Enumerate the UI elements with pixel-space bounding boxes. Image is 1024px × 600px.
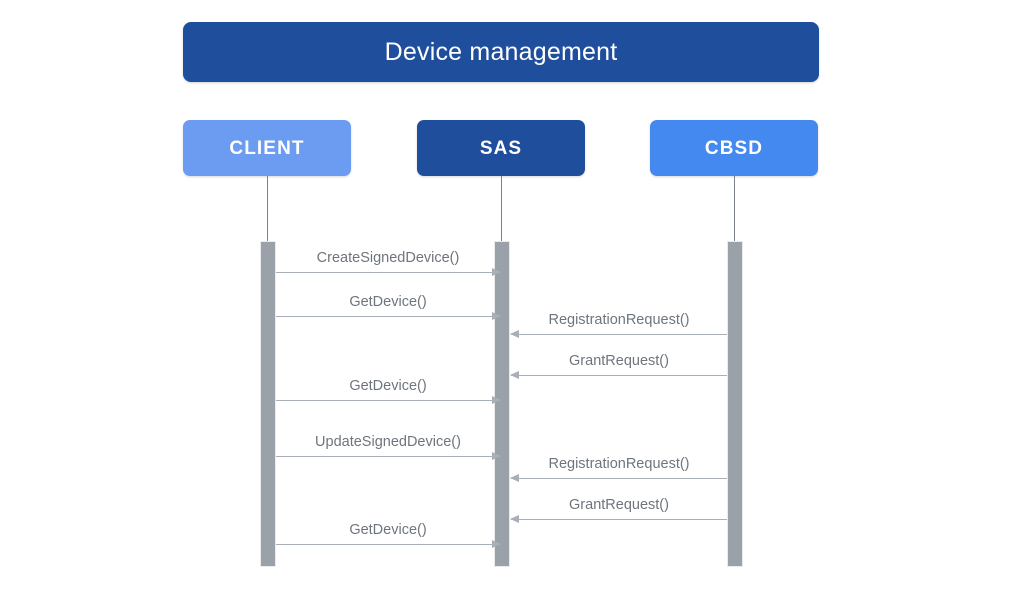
message-label: RegistrationRequest() (548, 311, 690, 328)
participant-cbsd-label: CBSD (704, 137, 764, 159)
lifeline-cbsd (734, 176, 735, 242)
message-line (276, 316, 500, 317)
message-line (511, 519, 727, 520)
participant-cbsd[interactable]: CBSD (650, 120, 818, 176)
activation-bar-cbsd (727, 241, 743, 567)
message-line (511, 334, 727, 335)
message-label: GetDevice() (349, 521, 427, 538)
activation-bar-sas (494, 241, 510, 567)
lifeline-client (267, 176, 268, 242)
arrowhead-right-icon (492, 312, 501, 320)
arrowhead-left-icon (510, 474, 519, 482)
participant-client-label: CLIENT (229, 137, 305, 159)
diagram-title-banner: Device management (183, 22, 819, 82)
arrowhead-left-icon (510, 330, 519, 338)
arrowhead-left-icon (510, 371, 519, 379)
arrowhead-left-icon (510, 515, 519, 523)
diagram-title-text: Device management (384, 37, 618, 66)
message-label: RegistrationRequest() (548, 455, 690, 472)
message-line (511, 478, 727, 479)
message-label: GrantRequest() (569, 496, 669, 513)
message-label: GetDevice() (349, 377, 427, 394)
message-line (276, 272, 500, 273)
message-line (276, 456, 500, 457)
arrowhead-right-icon (492, 396, 501, 404)
lifeline-sas (501, 176, 502, 242)
participant-sas[interactable]: SAS (417, 120, 585, 176)
arrowhead-right-icon (492, 540, 501, 548)
message-label: GetDevice() (349, 293, 427, 310)
message-label: CreateSignedDevice() (316, 249, 460, 266)
participant-sas-label: SAS (479, 137, 523, 159)
message-label: UpdateSignedDevice() (315, 433, 461, 450)
message-line (276, 544, 500, 545)
activation-bar-client (260, 241, 276, 567)
participant-client[interactable]: CLIENT (183, 120, 351, 176)
message-line (276, 400, 500, 401)
arrowhead-right-icon (492, 452, 501, 460)
arrowhead-right-icon (492, 268, 501, 276)
message-label: GrantRequest() (569, 352, 669, 369)
message-line (511, 375, 727, 376)
